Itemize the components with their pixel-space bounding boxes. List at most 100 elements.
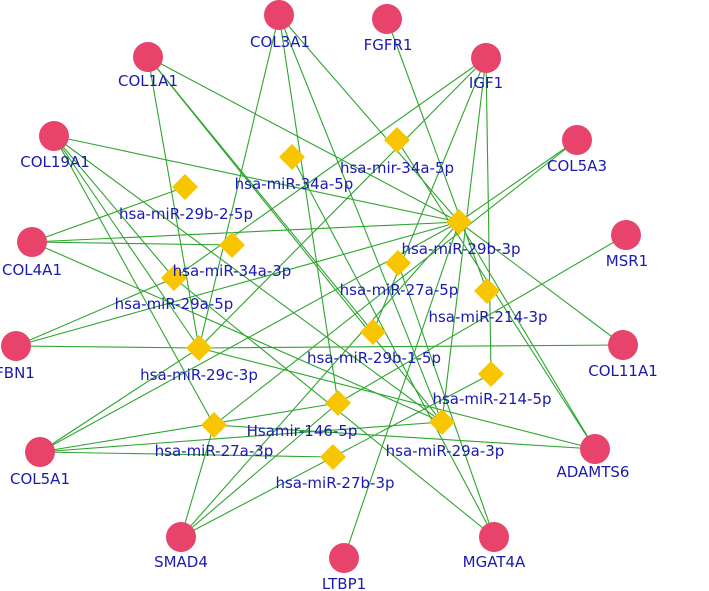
edge-col19a1-mir27a3p <box>53 135 215 426</box>
gene-node-col3a1[interactable] <box>264 0 294 30</box>
edge-fbn1-mir29c3p <box>15 345 200 349</box>
edge-col19a1-mir29a3p <box>53 135 443 423</box>
gene-label-smad4: SMAD4 <box>154 553 208 571</box>
gene-label-igf1: IGF1 <box>469 74 503 92</box>
edge-fgfr1-mir2143p <box>386 18 488 292</box>
gene-label-fbn1: FBN1 <box>0 364 35 382</box>
mirna-node-mir2143p[interactable] <box>474 278 500 304</box>
gene-label-col19a1: COL19A1 <box>20 153 90 171</box>
gene-node-col1a1[interactable] <box>133 42 163 72</box>
gene-label-fgfr1: FGFR1 <box>364 36 413 54</box>
gene-node-col11a1[interactable] <box>608 330 638 360</box>
gene-node-col4a1[interactable] <box>17 227 47 257</box>
edge-col19a1-mir29c3p <box>53 135 200 349</box>
gene-node-col5a1[interactable] <box>25 437 55 467</box>
gene-node-ltbp1[interactable] <box>329 543 359 573</box>
mirna-label-mir29b3p: hsa-miR-29b-3p <box>401 240 520 258</box>
edge-col1a1-mir29b3p <box>147 56 460 223</box>
gene-node-fbn1[interactable] <box>1 331 31 361</box>
gene-label-msr1: MSR1 <box>606 252 648 270</box>
mirna-node-mir29b25p[interactable] <box>172 174 198 200</box>
mirna-node-mir1465p[interactable] <box>325 390 351 416</box>
gene-node-col19a1[interactable] <box>39 121 69 151</box>
edge-col19a1-mir29b3p <box>53 135 460 223</box>
edge-fbn1-mir29b3p <box>15 221 460 347</box>
mirna-label-mir2143p: hsa-miR-214-3p <box>428 308 547 326</box>
edge-col4a1-mir29b3p <box>31 221 460 243</box>
mirna-node-mir27a3p[interactable] <box>201 412 227 438</box>
edge-col11a1-mir29b3p <box>458 221 624 346</box>
gene-label-col4a1: COL4A1 <box>2 261 62 279</box>
edge-adamts6-mir29c3p <box>198 347 596 450</box>
edge-smad4-mir1465p <box>180 402 339 538</box>
edge-col1a1-mir29c3p <box>147 56 200 349</box>
gene-label-adamts6: ADAMTS6 <box>557 463 630 481</box>
node-layer <box>1 0 641 573</box>
mirna-label-mir29a5p: hsa-miR-29a-5p <box>115 295 234 313</box>
edge-col4a1-mir34a3p <box>31 241 233 246</box>
mirna-node-mir27b3p[interactable] <box>320 444 346 470</box>
mirna-label-mir2145p: hsa-miR-214-5p <box>432 390 551 408</box>
edge-col19a1-mir29a5p <box>53 135 175 279</box>
gene-node-smad4[interactable] <box>166 522 196 552</box>
edge-col5a1-mir27b3p <box>39 451 334 458</box>
mirna-label-mir34a5p: hsa-miR-34a-5p <box>235 175 354 193</box>
edge-igf1-mir2145p <box>485 57 492 375</box>
edge-col3a1-mir29b3p <box>278 14 460 223</box>
edge-adamts6-mir27a3p <box>213 424 596 450</box>
gene-node-igf1[interactable] <box>471 43 501 73</box>
mirna-node-mir29a3p[interactable] <box>429 409 455 435</box>
mirna-label-mir27a3p: hsa-miR-27a-3p <box>155 442 274 460</box>
edge-col11a1-mir29c3p <box>198 344 624 349</box>
gene-node-mgat4a[interactable] <box>479 522 509 552</box>
gene-label-col3a1: COL3A1 <box>250 33 310 51</box>
gene-node-msr1[interactable] <box>611 220 641 250</box>
mirna-node-mir34a5p-b[interactable] <box>384 127 410 153</box>
gene-label-ltbp1: LTBP1 <box>322 575 366 591</box>
mirna-label-mir29a3p: hsa-miR-29a-3p <box>386 442 505 460</box>
edge-msr1-mir1465p <box>337 234 627 404</box>
mirna-node-mir27a5p[interactable] <box>385 250 411 276</box>
edge-mgat4a-mir27a5p <box>397 262 495 538</box>
mirna-node-mir34a3p[interactable] <box>219 232 245 258</box>
edge-igf1-mir29c3p <box>198 57 487 349</box>
edge-col1a1-mir29b15p <box>147 56 374 333</box>
edge-col3a1-mir29a3p <box>278 14 443 423</box>
mirna-node-mir2145p[interactable] <box>478 361 504 387</box>
edge-col5a3-mir29b3p <box>458 139 578 223</box>
gene-node-col5a3[interactable] <box>562 125 592 155</box>
mirna-node-mir29a5p[interactable] <box>161 265 187 291</box>
edge-col5a1-mir29c3p <box>39 347 200 453</box>
edge-col4a1-mir29b25p <box>31 186 186 243</box>
gene-node-adamts6[interactable] <box>580 434 610 464</box>
edge-col1a1-mir29a3p <box>147 56 443 423</box>
gene-label-mgat4a: MGAT4A <box>463 553 526 571</box>
edge-ltbp1-mir29b3p <box>343 221 460 559</box>
gene-label-col11a1: COL11A1 <box>588 362 658 380</box>
gene-label-col5a3: COL5A3 <box>547 157 607 175</box>
edge-col5a1-mir1465p <box>39 402 339 453</box>
edge-mgat4a-mir34a5p <box>291 156 495 538</box>
edge-igf1-mir29a3p <box>441 57 487 423</box>
mirna-label-mir1465p: Hsamir-146-5p <box>247 422 358 440</box>
mirna-node-mir29b3p[interactable] <box>446 209 472 235</box>
edge-col3a1-mir29c3p <box>198 14 280 349</box>
gene-node-fgfr1[interactable] <box>372 4 402 34</box>
gene-label-col5a1: COL5A1 <box>10 470 70 488</box>
edge-col5a3-mir27a3p <box>213 139 578 426</box>
mirna-label-mir34a3p: hsa-miR-34a-3p <box>173 262 292 280</box>
edge-igf1-mir29b15p <box>372 57 487 333</box>
mirna-label-mir27b3p: hsa-miR-27b-3p <box>275 474 394 492</box>
edge-layer <box>15 14 627 559</box>
mirna-node-mir34a5p[interactable] <box>279 144 305 170</box>
edge-smad4-mir29b3p <box>180 221 460 538</box>
edge-adamts6-mir29b3p <box>458 221 596 450</box>
mirna-node-mir29b15p[interactable] <box>360 319 386 345</box>
edge-col5a1-mir29a3p <box>39 421 443 453</box>
gene-label-col1a1: COL1A1 <box>118 72 178 90</box>
mirna-label-mir29b25p: hsa-miR-29b-2-5p <box>119 205 253 223</box>
mirna-label-mir29b15p: hsa-miR-29b-1-5p <box>307 349 441 367</box>
mirna-node-mir29c3p[interactable] <box>186 335 212 361</box>
